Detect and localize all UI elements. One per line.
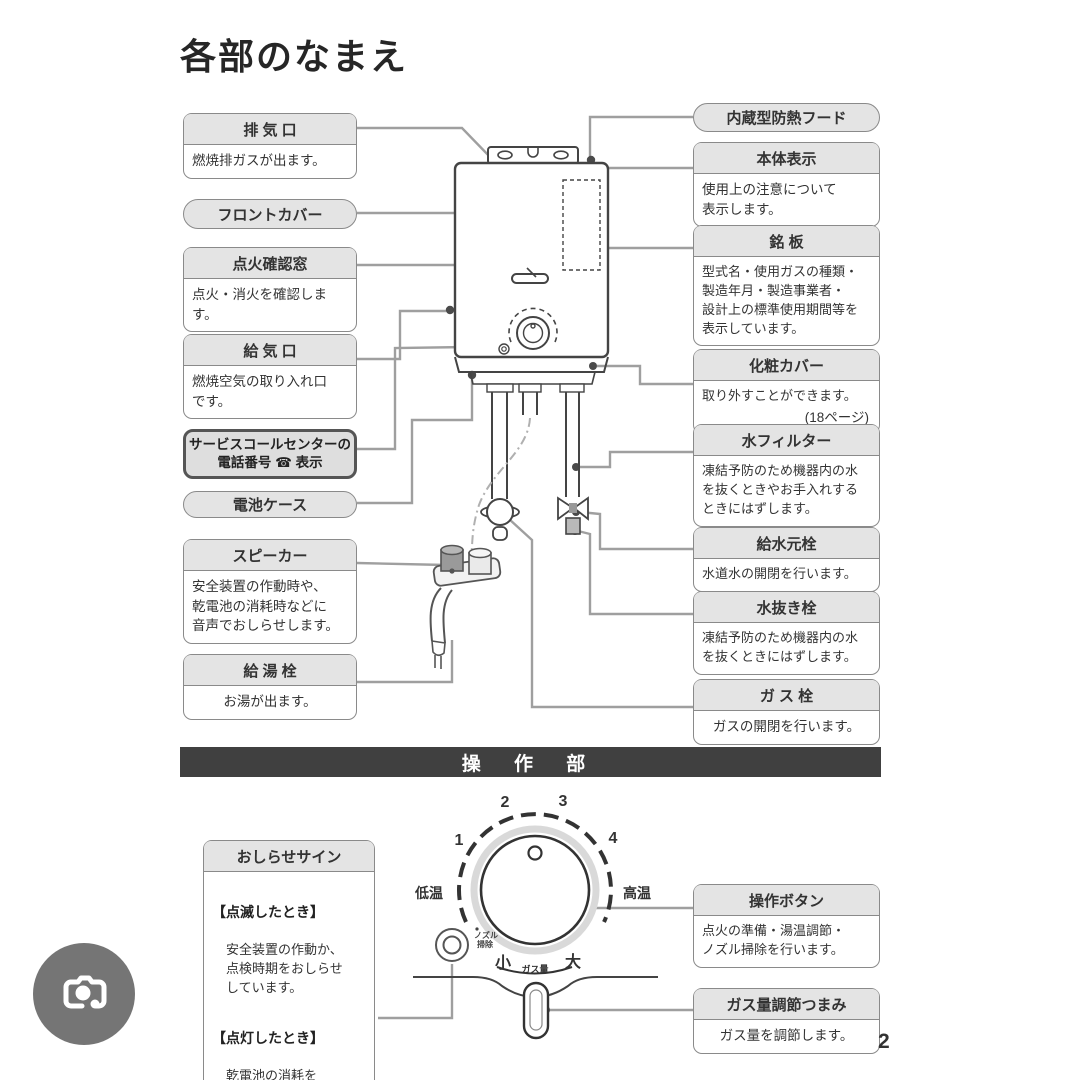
camera-lens-button[interactable] (33, 943, 135, 1045)
label-gas-valve-desc: ガスの開閉を行います。 (712, 719, 861, 734)
label-ignition-window-desc: 点火・消火を確認します。 (192, 287, 327, 322)
page-title: 各部のなまえ (180, 36, 409, 77)
label-ignition-window: 点火確認窓 点火・消火を確認します。 (183, 247, 357, 333)
label-water-supply-valve: 給水元栓 水道水の開閉を行います。 (693, 527, 880, 592)
camera-icon (63, 975, 107, 1009)
label-hot-water-tap: 給 湯 栓 お湯が出ます。 (183, 654, 357, 720)
dial-number-4: 4 (608, 830, 618, 847)
label-nameplate: 銘 板 型式名・使用ガスの種類・ 製造年月・製造事業者・ 設計上の標準使用期間等… (693, 225, 880, 347)
page-number: 2 (878, 1030, 890, 1053)
notice-sign-body: 【点滅したとき】 安全装置の作動か、 点検時期をおしらせ しています。 【点灯し… (204, 872, 374, 1080)
label-water-filter-desc: 凍結予防のため機器内の水 を抜くときやお手入れする ときにはずします。 (702, 463, 859, 516)
notice-blink-text: 安全装置の作動か、 点検時期をおしらせ しています。 (226, 942, 343, 996)
nozzle-clean-label: ノズル 掃除 (474, 931, 498, 949)
label-gas-adjust-knob-desc: ガス量を調節します。 (719, 1028, 854, 1043)
label-body-display-desc: 使用上の注意について 表示します。 (702, 182, 837, 217)
label-drain-plug: 水抜き栓 凍結予防のため機器内の水 を抜くときにはずします。 (693, 591, 880, 675)
label-operation-button-desc: 点火の準備・湯温調節・ ノズル掃除を行います。 (702, 923, 846, 957)
label-speaker-title: スピーカー (184, 540, 356, 571)
operation-dial (413, 812, 658, 1040)
label-exhaust-outlet-desc: 燃焼排ガスが出ます。 (192, 153, 326, 168)
label-drain-plug-desc: 凍結予防のため機器内の水 を抜くときにはずします。 (702, 630, 859, 664)
dial-high-temp-label: 高温 (623, 885, 651, 901)
section-bar-operation: 操 作 部 (180, 747, 881, 777)
notice-sign-title: おしらせサイン (204, 841, 374, 872)
dial-gas-amount-label: ガス量 (521, 964, 549, 975)
dial-low-temp-label: 低温 (415, 885, 443, 901)
label-body-display-title: 本体表示 (694, 143, 879, 174)
label-battery-case: 電池ケース (183, 491, 357, 518)
label-water-filter-title: 水フィルター (694, 425, 879, 456)
pipes (470, 392, 589, 557)
label-drain-plug-title: 水抜き栓 (694, 592, 879, 623)
callout-dots (445, 155, 597, 1014)
label-speaker-desc: 安全装置の作動時や、 乾電池の消耗時などに 音声でおしらせします。 (192, 579, 339, 634)
nozzle-clean-line1: ノズル (474, 931, 498, 940)
dial-number-3: 3 (558, 793, 568, 810)
label-air-intake-desc: 燃焼空気の取り入れ口 です。 (192, 374, 327, 409)
notice-light-heading: 【点灯したとき】 (212, 1029, 324, 1046)
label-body-display: 本体表示 使用上の注意について 表示します。 (693, 142, 880, 228)
label-decorative-cover-desc: 取り外すことができます。 (702, 388, 857, 403)
label-decorative-cover-pageref: (18ページ) (804, 409, 869, 425)
label-air-intake-title: 給 気 口 (184, 335, 356, 366)
label-hot-water-tap-desc: お湯が出ます。 (223, 694, 317, 709)
label-water-filter: 水フィルター 凍結予防のため機器内の水 を抜くときやお手入れする ときにはずしま… (693, 424, 880, 527)
heater-body (453, 146, 610, 393)
dial-gas-large-label: 大 (564, 954, 582, 971)
nozzle-clean-line2: 掃除 (477, 940, 493, 950)
label-operation-button-title: 操作ボタン (694, 885, 879, 916)
label-nameplate-title: 銘 板 (694, 226, 879, 257)
dial-number-2: 2 (500, 794, 510, 811)
label-gas-adjust-knob: ガス量調節つまみ ガス量を調節します。 (693, 988, 880, 1054)
label-exhaust-outlet-title: 排 気 口 (184, 114, 356, 145)
label-decorative-cover-title: 化粧カバー (694, 350, 879, 381)
faucet (429, 544, 502, 669)
label-nameplate-desc: 型式名・使用ガスの種類・ 製造年月・製造事業者・ 設計上の標準使用期間等を 表示… (702, 264, 859, 336)
label-service-call-display: サービスコールセンターの 電話番号 ☎ 表示 (183, 429, 357, 480)
label-front-cover: フロントカバー (183, 199, 357, 229)
label-hot-water-tap-title: 給 湯 栓 (184, 655, 356, 686)
label-operation-button: 操作ボタン 点火の準備・湯温調節・ ノズル掃除を行います。 (693, 884, 880, 968)
dial-number-1: 1 (454, 832, 464, 849)
label-heat-shield-hood: 内蔵型防熱フード (693, 103, 880, 132)
label-water-supply-valve-title: 給水元栓 (694, 528, 879, 559)
label-gas-valve: ガ ス 栓 ガスの開閉を行います。 (693, 679, 880, 745)
label-ignition-window-title: 点火確認窓 (184, 248, 356, 279)
label-gas-valve-title: ガ ス 栓 (694, 680, 879, 711)
dial-gas-small-label: 小 (494, 955, 512, 972)
label-exhaust-outlet: 排 気 口 燃焼排ガスが出ます。 (183, 113, 357, 179)
label-water-supply-valve-desc: 水道水の開閉を行います。 (702, 566, 857, 581)
notice-blink-heading: 【点滅したとき】 (212, 903, 324, 920)
label-air-intake: 給 気 口 燃焼空気の取り入れ口 です。 (183, 334, 357, 420)
label-gas-adjust-knob-title: ガス量調節つまみ (694, 989, 879, 1020)
notice-sign-box: おしらせサイン 【点滅したとき】 安全装置の作動か、 点検時期をおしらせ してい… (203, 840, 375, 1080)
label-decorative-cover: 化粧カバー 取り外すことができます。 (18ページ) (693, 349, 880, 434)
label-speaker: スピーカー 安全装置の作動時や、 乾電池の消耗時などに 音声でおしらせします。 (183, 539, 357, 644)
